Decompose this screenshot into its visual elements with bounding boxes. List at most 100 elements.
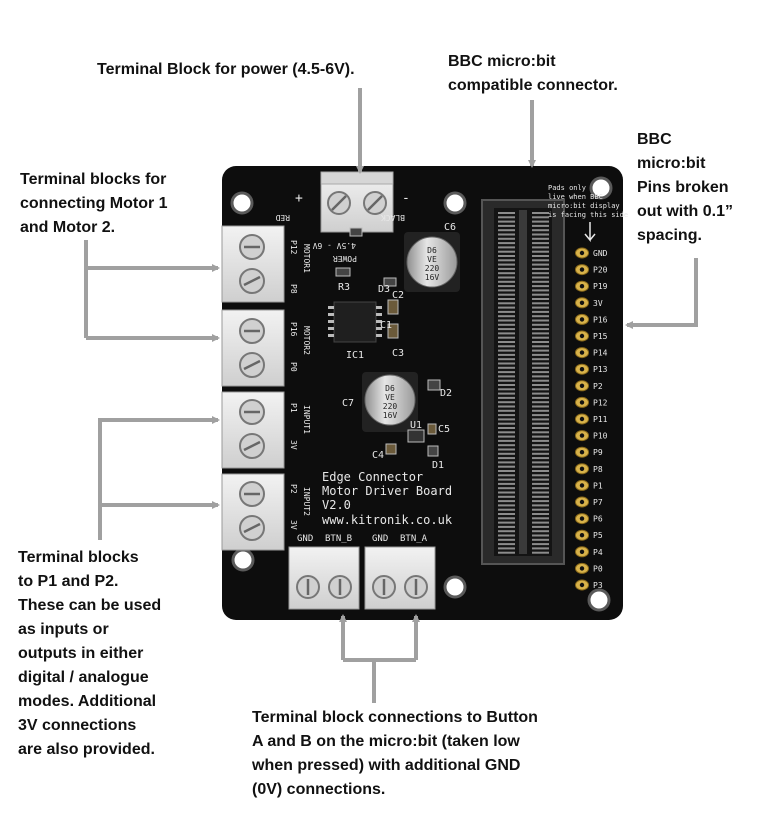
edge-connector [482, 200, 564, 564]
capacitor-c6: D6 VE 220 16V [404, 232, 460, 292]
svg-text:VE: VE [385, 393, 395, 402]
connector-contact [498, 328, 515, 330]
pin-hole [580, 550, 584, 554]
pin-label: P10 [593, 432, 608, 441]
connector-contact [498, 530, 515, 532]
connector-contact [532, 535, 549, 537]
power-red-label: RED [275, 213, 290, 222]
connector-contact [498, 483, 515, 485]
connector-contact [532, 345, 549, 347]
connector-contact [532, 251, 549, 253]
ic1-chip [328, 302, 382, 342]
connector-contact [498, 410, 515, 412]
svg-text:V2.0: V2.0 [322, 498, 351, 512]
connector-contact [498, 384, 515, 386]
connector-contact [532, 479, 549, 481]
connector-contact [532, 393, 549, 395]
connector-contact [498, 492, 515, 494]
connector-contact [532, 307, 549, 309]
label-c5: C5 [438, 424, 450, 435]
connector-contact [532, 320, 549, 322]
pin-label: P4 [593, 548, 603, 557]
connector-contact [532, 431, 549, 433]
label-c6: C6 [444, 222, 456, 233]
connector-contact [532, 264, 549, 266]
connector-contact [498, 302, 515, 304]
connector-contact [498, 285, 515, 287]
connector-contact [498, 354, 515, 356]
connector-contact [532, 289, 549, 291]
connector-contact [532, 470, 549, 472]
connector-contact [498, 440, 515, 442]
connector-contact [532, 530, 549, 532]
connector-contact [532, 418, 549, 420]
connector-contact [532, 225, 549, 227]
connector-contact [498, 479, 515, 481]
arrow-io [100, 420, 216, 540]
connector-contact [532, 444, 549, 446]
connector-contact [498, 470, 515, 472]
pin-hole [580, 566, 584, 570]
pin-hole [580, 350, 584, 354]
motor2-pin-a: P16 [289, 322, 298, 337]
input2-pin: P2 [289, 484, 298, 494]
connector-contact [498, 212, 515, 214]
svg-text:16V: 16V [425, 273, 440, 282]
connector-contact [498, 225, 515, 227]
input1-label: INPUT1 [302, 405, 311, 434]
connector-contact [498, 526, 515, 528]
connector-contact [498, 457, 515, 459]
connector-contact [498, 517, 515, 519]
connector-contact [532, 238, 549, 240]
connector-contact [498, 509, 515, 511]
label-d1: D1 [432, 460, 444, 471]
label-c2: C2 [392, 290, 404, 301]
connector-contact [498, 444, 515, 446]
pin-hole [580, 400, 584, 404]
connector-contact [498, 341, 515, 343]
connector-contact [498, 427, 515, 429]
input1-3v: 3V [289, 440, 298, 450]
connector-contact [498, 375, 515, 377]
connector-contact [532, 375, 549, 377]
connector-contact [532, 268, 549, 270]
connector-contact [498, 539, 515, 541]
connector-contact [532, 324, 549, 326]
pin-hole [580, 467, 584, 471]
connector-contact [532, 380, 549, 382]
connector-contact [498, 311, 515, 313]
connector-contact [498, 229, 515, 231]
pin-hole [580, 334, 584, 338]
connector-contact [532, 234, 549, 236]
svg-text:live when BBC: live when BBC [548, 193, 603, 201]
motor1-pin-a: P12 [289, 240, 298, 255]
connector-contact [532, 453, 549, 455]
connector-contact [532, 492, 549, 494]
connector-contact [498, 221, 515, 223]
connector-contact [532, 388, 549, 390]
connector-contact [498, 277, 515, 279]
pin-label: P1 [593, 481, 603, 490]
pin-label: P20 [593, 266, 608, 275]
connector-contact [498, 535, 515, 537]
svg-text:VE: VE [427, 255, 437, 264]
connector-contact [532, 212, 549, 214]
connector-contact [498, 487, 515, 489]
connector-contact [532, 272, 549, 274]
input1-terminal-block [222, 392, 284, 468]
connector-contact [498, 380, 515, 382]
connector-contact [532, 332, 549, 334]
pin-label: P8 [593, 465, 603, 474]
label-c7: C7 [342, 398, 354, 409]
connector-contact [498, 547, 515, 549]
pin-hole [580, 301, 584, 305]
label-r3: R3 [338, 282, 350, 293]
connector-contact [498, 324, 515, 326]
connector-contact [532, 328, 549, 330]
label-c1: C1 [380, 320, 392, 331]
svg-text:220: 220 [383, 402, 398, 411]
connector-contact [532, 350, 549, 352]
pin-hole [580, 267, 584, 271]
pin-label: P16 [593, 315, 608, 324]
